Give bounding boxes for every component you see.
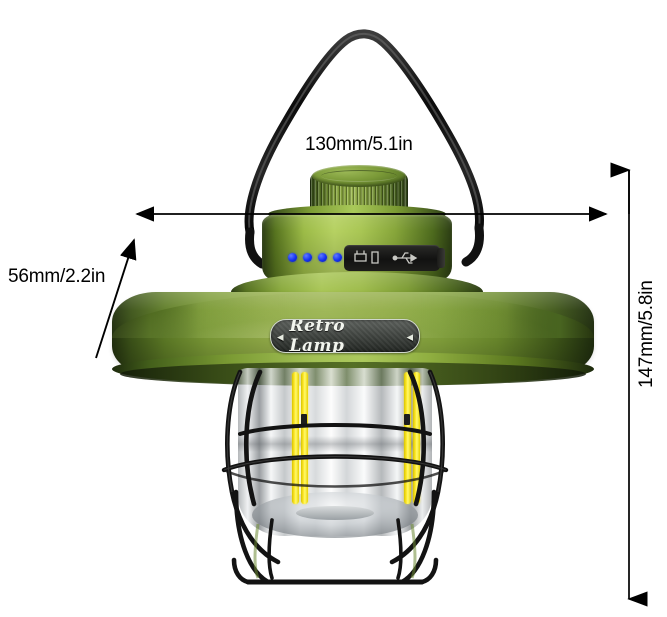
battery-level-indicator bbox=[288, 253, 342, 262]
cob-clip-left bbox=[301, 414, 307, 425]
cob-led-strip-right-2 bbox=[413, 372, 420, 504]
battery-led-1 bbox=[288, 253, 297, 262]
port-icon-group bbox=[354, 250, 418, 264]
cob-led-strip-left-1 bbox=[292, 372, 299, 504]
cob-led-strip-right-1 bbox=[404, 372, 411, 504]
cob-clip-right bbox=[404, 414, 410, 425]
type-c-icon bbox=[371, 251, 379, 264]
badge-label: Retro Lamp bbox=[289, 319, 346, 353]
badge-arrow-right-icon: ◂ bbox=[406, 328, 413, 344]
globe-reflection-band bbox=[238, 436, 432, 452]
battery-led-4 bbox=[333, 253, 342, 262]
cob-led-strip-left-2 bbox=[301, 372, 308, 504]
badge-arrow-left-icon: ◂ bbox=[277, 328, 284, 344]
width-dimension-label: 130mm/5.1in bbox=[305, 134, 413, 155]
usb-c-in-icon bbox=[354, 253, 367, 262]
globe-foot-cap bbox=[296, 506, 374, 520]
height-dimension-label: 147mm/5.8in bbox=[636, 280, 657, 388]
product-badge: ◂ Retro Lamp ◂ bbox=[270, 319, 420, 353]
dimmer-knob[interactable] bbox=[310, 163, 408, 225]
usb-port-panel[interactable] bbox=[344, 245, 440, 271]
battery-led-2 bbox=[303, 253, 312, 262]
port-rubber-cover[interactable] bbox=[437, 248, 445, 268]
battery-led-3 bbox=[318, 253, 327, 262]
depth-dimension-label: 56mm/2.2in bbox=[8, 266, 106, 287]
knob-top-face bbox=[312, 165, 406, 187]
